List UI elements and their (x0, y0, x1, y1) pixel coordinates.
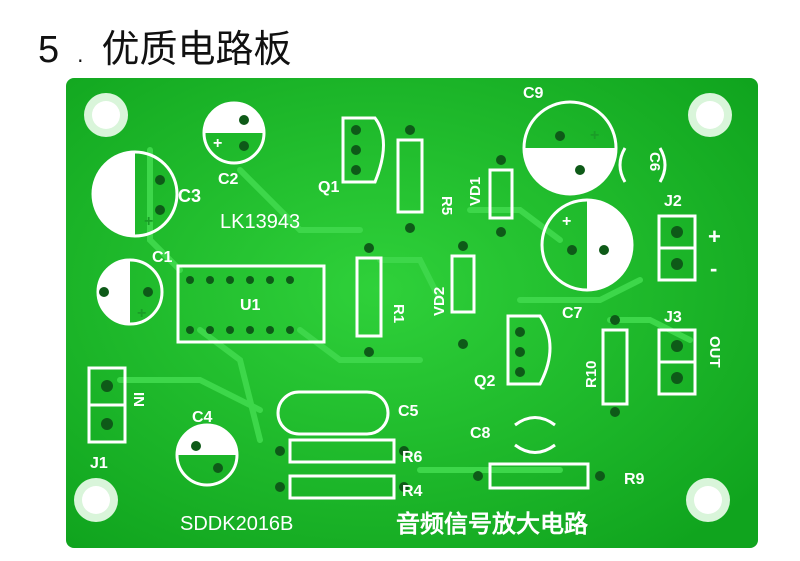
label-r4: R4 (402, 483, 423, 500)
label-j2-minus: - (710, 256, 717, 281)
label-r9: R9 (624, 471, 645, 488)
c4-plus: + (222, 433, 231, 450)
label-c7: C7 (562, 305, 583, 322)
heading-separator: . (77, 43, 84, 67)
label-vd2: VD2 (431, 287, 448, 316)
label-q1: Q1 (318, 179, 339, 196)
solder-pads (99, 115, 683, 492)
label-vd1: VD1 (467, 177, 484, 206)
capacitor-polarity-fills (93, 103, 632, 455)
board-code: SDDK2016B (180, 513, 293, 535)
heading-title: 优质电路板 (101, 27, 292, 71)
label-c8: C8 (470, 425, 491, 442)
capacitor-plus-signs: + + + + + + (137, 127, 599, 450)
silkscreen-text-rotated: R5 VD1 VD2 R1 R10 C6 IN OUT (130, 152, 723, 407)
label-c2: C2 (218, 171, 239, 188)
silkscreen-text: C3 C2 C1 C4 C5 C9 C7 C8 Q1 Q2 R6 R4 R9 U… (90, 85, 721, 538)
label-out: OUT (706, 336, 723, 368)
label-j2-plus: + (708, 224, 721, 249)
copper-traces (117, 147, 693, 473)
label-j1: J1 (90, 455, 108, 472)
c3-plus: + (144, 213, 153, 230)
c2-plus: + (213, 135, 222, 152)
board-model: LK13943 (220, 211, 300, 233)
heading-number: 5 (38, 29, 60, 71)
label-j3: J3 (664, 309, 682, 326)
label-c6: C6 (646, 152, 663, 171)
label-r10: R10 (583, 360, 600, 388)
label-c3: C3 (178, 186, 201, 206)
pcb-board (66, 78, 758, 548)
label-j2: J2 (664, 193, 682, 210)
c7-plus: + (562, 213, 571, 230)
c9-plus: + (590, 127, 599, 144)
label-q2: Q2 (474, 373, 495, 390)
label-r1: R1 (390, 304, 407, 323)
label-c4: C4 (192, 409, 213, 426)
c1-plus: + (137, 305, 146, 322)
page-heading: 5 . 优质电路板 (38, 18, 292, 71)
mounting-holes (74, 93, 732, 522)
board-name: 音频信号放大电路 (396, 510, 589, 538)
label-r6: R6 (402, 449, 423, 466)
label-c9: C9 (523, 85, 544, 102)
label-c1: C1 (152, 249, 173, 266)
label-c5: C5 (398, 403, 419, 420)
label-in: IN (130, 392, 147, 407)
label-r5: R5 (438, 196, 455, 215)
label-u1: U1 (240, 297, 261, 314)
